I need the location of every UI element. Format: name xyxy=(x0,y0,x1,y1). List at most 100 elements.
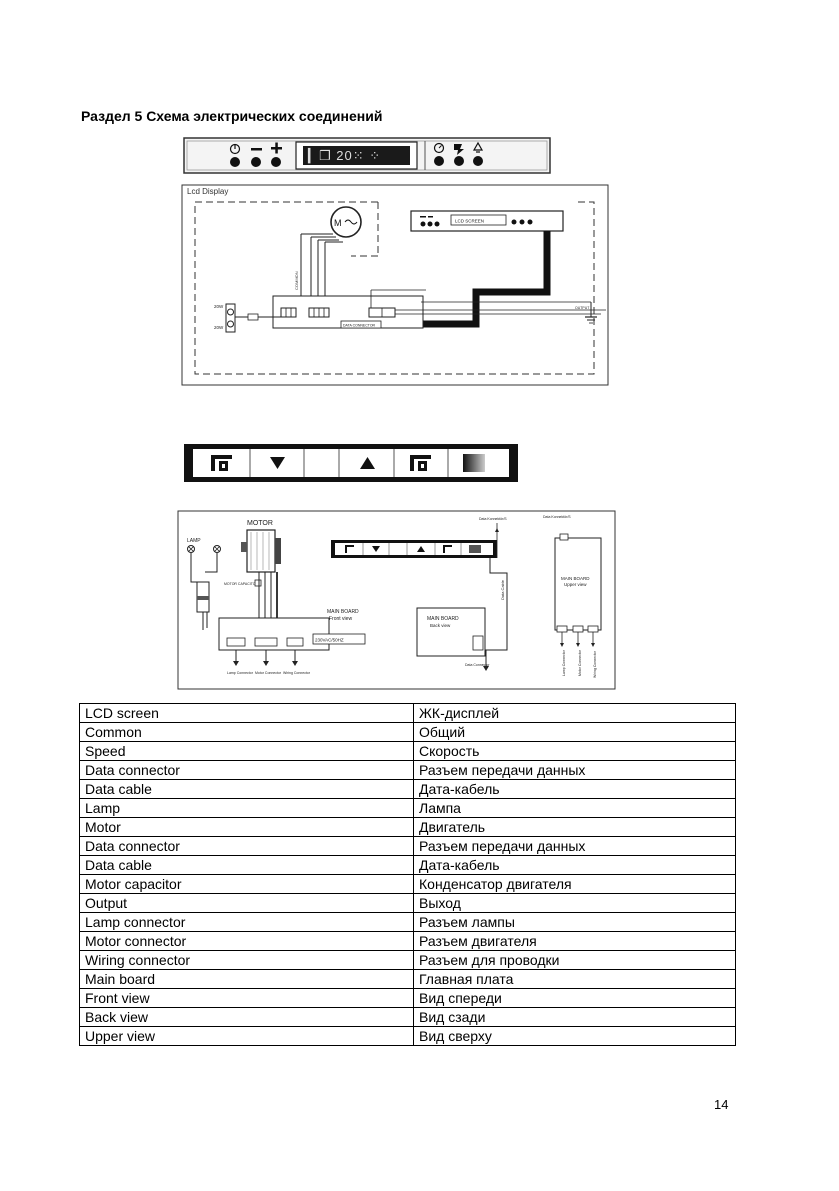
fan-off-button[interactable] xyxy=(195,451,248,475)
ground-icon xyxy=(585,302,597,324)
motor: M xyxy=(330,206,362,238)
lcd-screen-label: LCD SCREEN xyxy=(455,219,484,224)
term-english: Motor xyxy=(79,817,414,837)
timer-button[interactable] xyxy=(434,156,444,166)
fan-button[interactable] xyxy=(454,156,464,166)
svg-text:20W: 20W xyxy=(214,304,224,309)
svg-text:Lamp Connector: Lamp Connector xyxy=(562,649,566,676)
term-english: Motor connector xyxy=(79,931,414,951)
blank-button[interactable] xyxy=(306,451,337,475)
term-english: Upper view xyxy=(79,1026,414,1046)
term-russian: Выход xyxy=(413,893,736,913)
svg-text:LAMP: LAMP xyxy=(187,538,201,544)
timer-icon xyxy=(433,142,445,154)
term-russian: Общий xyxy=(413,722,736,742)
term-english: Data cable xyxy=(79,855,414,875)
svg-text:M: M xyxy=(334,218,342,228)
svg-text:Motor Connector: Motor Connector xyxy=(578,649,582,676)
term-english: Motor capacitor xyxy=(79,874,414,894)
term-english: Data connector xyxy=(79,836,414,856)
fan-high-button[interactable] xyxy=(396,451,446,475)
term-english: Output xyxy=(79,893,414,913)
mainboard-wiring-diagram: LAMP MOTOR MOTOR CAPACITOR MAIN BOARD Fr… xyxy=(177,510,616,690)
button-control-panel xyxy=(184,444,518,482)
lamp-icon xyxy=(227,320,234,328)
term-russian: Разъем двигателя xyxy=(413,931,736,951)
term-english: Lamp connector xyxy=(79,912,414,932)
section-title: Раздел 5 Схема электрических соединений xyxy=(81,108,383,124)
lamp-icon xyxy=(187,545,195,553)
power-icon xyxy=(229,143,241,155)
svg-text:Back view: Back view xyxy=(430,623,451,628)
term-russian: Вид сверху xyxy=(413,1026,736,1046)
lamp-icon xyxy=(227,308,234,316)
minus-button[interactable] xyxy=(251,157,261,167)
capacitor-label: MOTOR CAPACITOR xyxy=(224,582,259,586)
svg-text:Motor Connector: Motor Connector xyxy=(255,671,282,675)
speed-up-button[interactable] xyxy=(341,451,392,475)
power-button[interactable] xyxy=(230,157,240,167)
svg-text:MAIN BOARD: MAIN BOARD xyxy=(427,616,459,622)
fan-off-icon xyxy=(211,455,232,471)
plus-icon xyxy=(271,142,282,154)
term-english: LCD screen xyxy=(79,703,414,723)
term-english: Back view xyxy=(79,1007,414,1027)
term-russian: ЖК-дисплей xyxy=(413,703,736,723)
triangle-up-icon xyxy=(360,457,375,469)
data-cable-label: DATA CABLE xyxy=(537,252,542,276)
triangle-down-icon xyxy=(270,457,285,469)
speed-down-button[interactable] xyxy=(252,451,302,475)
term-russian: Разъем лампы xyxy=(413,912,736,932)
term-russian: Вид сзади xyxy=(413,1007,736,1027)
voltage-label: 230VAC/50HZ xyxy=(315,638,344,643)
term-english: Main board xyxy=(79,969,414,989)
term-russian: Главная плата xyxy=(413,969,736,989)
lamp-button[interactable] xyxy=(450,451,507,475)
lamp-button[interactable] xyxy=(473,156,483,166)
lamp-icon xyxy=(472,141,484,153)
plus-button[interactable] xyxy=(271,157,281,167)
lcd-control-panel: ▎❒ 20⁙ ⁘ xyxy=(183,137,551,174)
term-russian: Лампа xyxy=(413,798,736,818)
output-label: OUTPUT xyxy=(575,306,590,310)
lcd-wiring-diagram: Lcd Display M COMMON LCD SCREEN DATA CAB… xyxy=(181,184,609,386)
term-russian: Вид спереди xyxy=(413,988,736,1008)
data-cable-label: Data Cable xyxy=(500,579,505,600)
term-russian: Разъем для проводки xyxy=(413,950,736,970)
minus-icon xyxy=(251,148,262,151)
svg-text:Upper view: Upper view xyxy=(564,582,587,587)
page-number: 14 xyxy=(714,1097,729,1112)
common-label: COMMON xyxy=(294,271,299,290)
term-russian: Дата-кабель xyxy=(413,855,736,875)
diagram-title: Lcd Display xyxy=(187,187,228,196)
data-connector-label: DATA CONNECTOR xyxy=(343,324,376,328)
fan-icon xyxy=(454,144,464,155)
term-russian: Конденсатор двигателя xyxy=(413,874,736,894)
motor xyxy=(241,529,281,573)
term-english: Data connector xyxy=(79,760,414,780)
svg-text:Data Connector: Data Connector xyxy=(465,663,490,667)
term-english: Common xyxy=(79,722,414,742)
svg-text:Data Konnektör/S: Data Konnektör/S xyxy=(543,515,571,519)
svg-text:Data Konnektör/S: Data Konnektör/S xyxy=(479,517,507,521)
term-english: Front view xyxy=(79,988,414,1008)
svg-text:20W: 20W xyxy=(214,325,224,330)
lcd-readout: ▎❒ 20⁙ ⁘ xyxy=(307,147,381,164)
term-english: Wiring connector xyxy=(79,950,414,970)
term-english: Lamp xyxy=(79,798,414,818)
svg-text:Wiring Connector: Wiring Connector xyxy=(593,650,597,678)
